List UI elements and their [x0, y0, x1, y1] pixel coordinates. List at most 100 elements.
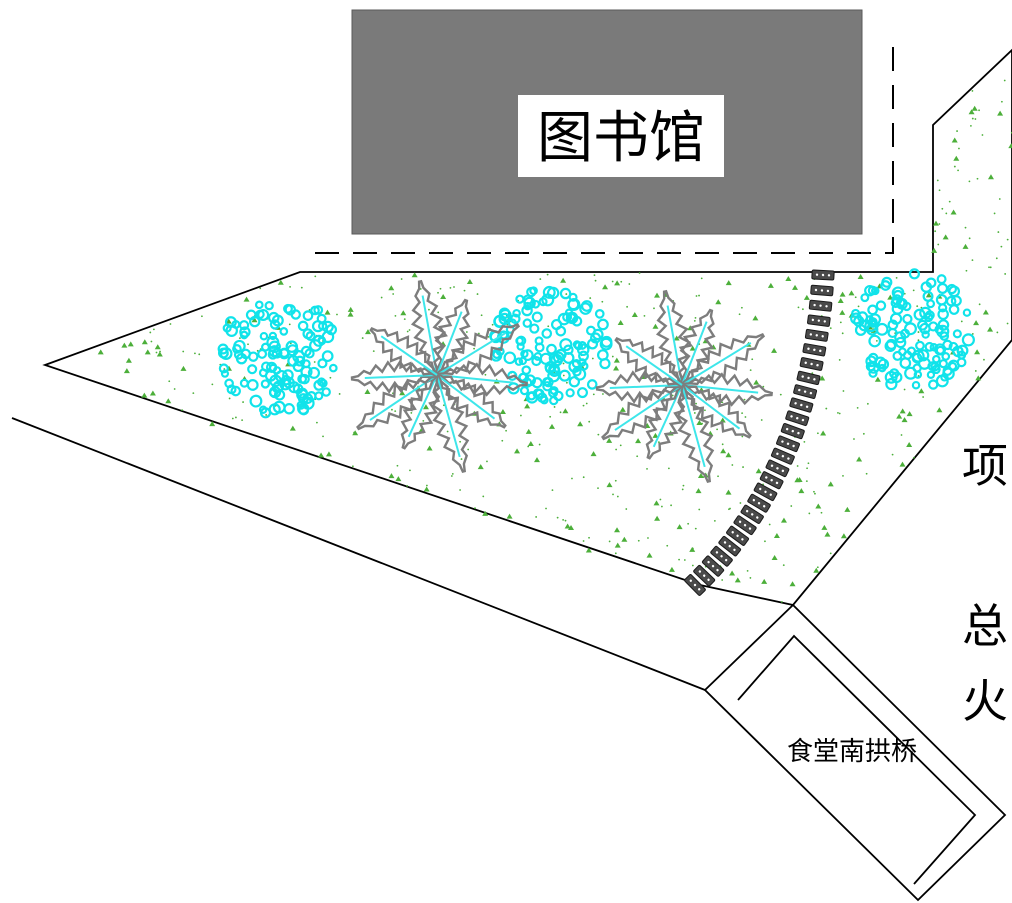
grass-dot	[653, 307, 655, 310]
grass-dot	[721, 443, 724, 446]
grass-dot	[459, 440, 462, 443]
grass-dot	[687, 522, 690, 525]
grass-dot	[1004, 273, 1007, 275]
stepping-stone	[789, 397, 814, 413]
grass-dot	[562, 374, 565, 377]
grass-dot	[697, 473, 704, 479]
palms-group	[350, 279, 773, 484]
grass-dot	[548, 423, 555, 429]
grass-dot	[987, 326, 994, 332]
grass-dot	[527, 445, 530, 448]
grass-dot	[127, 341, 134, 347]
grass-dot	[647, 537, 649, 539]
grass-dot	[635, 438, 642, 444]
library-label: 图书馆	[537, 106, 705, 171]
grass-dot	[582, 404, 585, 407]
grass-dot	[682, 484, 685, 487]
stepping-stone	[808, 299, 833, 312]
grass-dot	[715, 299, 722, 305]
grass-dot	[482, 510, 489, 516]
grass-dot	[652, 432, 659, 438]
grass-dot	[637, 539, 640, 542]
grass-dot	[942, 234, 949, 240]
grass-dot	[409, 469, 411, 472]
grass-dot	[597, 433, 600, 436]
grass-dot	[602, 393, 604, 395]
grass-dot	[983, 358, 985, 361]
grass-dot	[617, 320, 624, 326]
grass-dot	[547, 325, 550, 328]
grass-dot	[654, 515, 661, 521]
grass-dot	[659, 498, 662, 501]
grass-dot	[731, 464, 734, 466]
grass-dot	[611, 280, 614, 283]
grass-dot	[539, 278, 542, 280]
grass-dot	[228, 397, 231, 400]
grass-dot	[626, 305, 629, 308]
grass-dot	[970, 124, 972, 127]
grass-dot	[242, 401, 244, 403]
grass-dot	[577, 421, 584, 427]
grass-dot	[906, 411, 913, 417]
grass-dot	[917, 331, 920, 333]
stepping-stone	[796, 370, 821, 386]
grass-dot	[865, 472, 868, 475]
stepping-stone	[747, 493, 771, 513]
grass-dot	[612, 493, 614, 496]
grass-dot	[564, 519, 567, 522]
grass-dot	[388, 285, 395, 291]
library-building: 图书馆	[351, 9, 863, 235]
grass-dot	[768, 523, 771, 526]
grass-dot	[678, 558, 680, 561]
grass-dot	[652, 323, 659, 329]
stepping-stone	[718, 535, 742, 557]
grass-dot	[168, 380, 171, 383]
grass-dot	[428, 308, 430, 311]
grass-dot	[403, 318, 406, 321]
grass-dot	[238, 337, 241, 340]
grass-dot	[606, 482, 613, 488]
grass-dot	[841, 332, 844, 335]
grass-dot	[259, 287, 262, 290]
stepping-stone	[780, 423, 805, 440]
grass-dot	[717, 475, 719, 478]
stepping-stone	[776, 435, 800, 453]
grass-dot	[695, 488, 702, 494]
grass-dot	[643, 314, 646, 317]
grass-dot	[351, 465, 354, 468]
grass-dot	[491, 323, 494, 326]
grass-dot	[477, 464, 484, 470]
grass-dot	[814, 492, 816, 495]
grass-dot	[842, 474, 844, 477]
grass-dot	[568, 525, 575, 531]
grass-dot	[329, 376, 332, 379]
grass-dot	[149, 390, 156, 396]
grass-dot	[676, 524, 683, 530]
stepping-stone	[701, 555, 725, 577]
grass-dot	[439, 287, 442, 290]
grass-dot	[694, 527, 697, 530]
grass-dot	[590, 451, 597, 457]
grass-dot	[997, 110, 1004, 116]
grass-dot	[803, 440, 806, 443]
grass-dot	[1006, 322, 1009, 325]
grass-dot	[449, 287, 452, 289]
grass-dot	[564, 523, 571, 529]
grass-dot	[975, 375, 982, 381]
stepping-stone	[765, 459, 790, 478]
grass-dot	[689, 345, 696, 351]
grass-dot	[922, 396, 925, 398]
grass-dot	[453, 286, 455, 288]
grass-dot	[169, 323, 172, 325]
stepping-stone	[802, 343, 827, 357]
grass-dot	[767, 282, 774, 288]
grass-dot	[391, 408, 393, 411]
grass-dot	[988, 266, 990, 269]
grass-dot	[997, 231, 1000, 233]
grass-dot	[945, 212, 948, 215]
grass-dot	[450, 475, 453, 477]
stepping-stone	[753, 482, 778, 502]
grass-dot	[789, 581, 796, 587]
grass-dot	[875, 339, 878, 342]
library-label-box	[518, 95, 724, 177]
